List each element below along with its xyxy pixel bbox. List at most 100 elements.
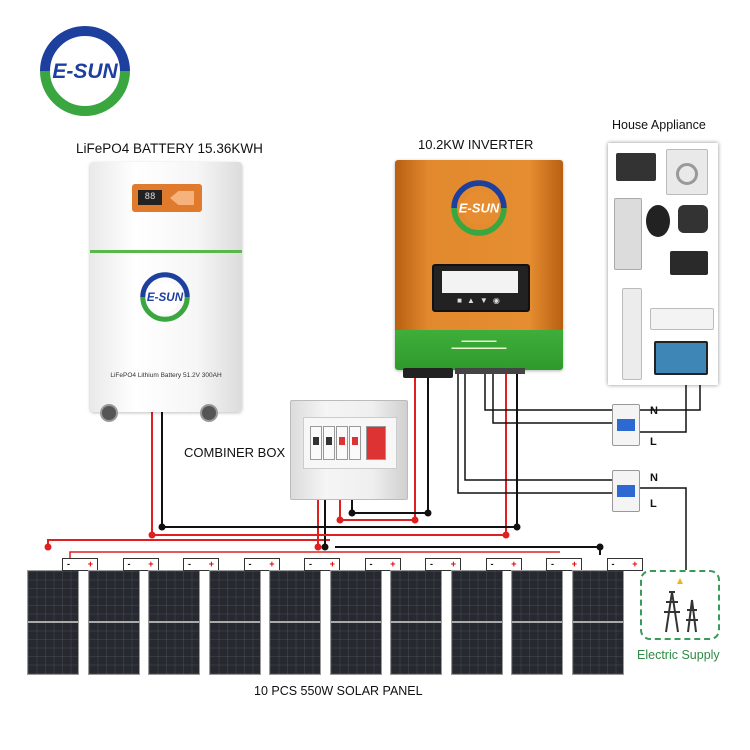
e-sun-logo: E-SUN <box>40 26 130 116</box>
solar-panel <box>27 570 79 675</box>
air-conditioner-tower-icon <box>622 288 642 380</box>
positive-terminal: + <box>87 559 93 569</box>
battery-wheel-left <box>100 404 118 422</box>
combiner-breaker <box>323 426 335 460</box>
solar-panel <box>269 570 321 675</box>
battery-display: 88 <box>132 184 202 212</box>
rice-cooker-icon <box>678 205 708 233</box>
panel-junction-box: -+ <box>364 558 401 571</box>
combiner-title: COMBINER BOX <box>184 445 286 460</box>
panel-junction-box: -+ <box>304 558 340 571</box>
battery-power-button <box>170 191 194 205</box>
inverter-screen <box>442 271 518 293</box>
solar-panel <box>390 570 442 675</box>
combiner-out-red <box>339 372 416 521</box>
battery-wheel-right <box>200 404 218 422</box>
inverter-green-band: ▬▬▬▬▬▬▬▬▬▬▬▬▬▬▬▬▬▬ <box>395 330 563 370</box>
negative-terminal: - <box>127 559 131 569</box>
panel-junction-box: -+ <box>243 558 280 571</box>
panel-interconnect <box>69 551 560 558</box>
appliance-panel <box>608 143 718 385</box>
breaker-to-house-l <box>640 385 687 433</box>
battery-logo: E-SUN <box>140 272 190 322</box>
positive-terminal: + <box>148 559 154 569</box>
inverter-pv-terminals <box>403 368 453 378</box>
positive-terminal: + <box>632 559 638 569</box>
inverter-buttons: ■▲▼◉ <box>457 296 505 305</box>
appliances-title: House Appliance <box>612 118 706 132</box>
solar-panel <box>329 570 382 675</box>
ac-out-n-wire <box>484 372 628 411</box>
washing-machine-icon <box>666 149 708 195</box>
positive-terminal: + <box>208 559 214 569</box>
positive-terminal: + <box>390 559 396 569</box>
combiner-out-black <box>351 372 429 514</box>
grid-supply-wire <box>640 487 687 570</box>
inverter-lcd: ■▲▼◉ <box>432 264 530 312</box>
panel-junction-box: -+ <box>546 558 582 571</box>
refrigerator-icon <box>614 198 642 270</box>
ac-out-l-wire <box>492 372 628 424</box>
positive-terminal: + <box>571 559 577 569</box>
oven-icon <box>670 251 708 275</box>
tv-icon <box>654 341 708 375</box>
panel-junction-box: -+ <box>62 558 98 571</box>
house-breaker-switch[interactable] <box>612 404 640 446</box>
battery-logo-text: E-SUN <box>147 291 184 304</box>
battery-title: LiFePO4 BATTERY 15.36KWH <box>76 141 263 156</box>
positive-terminal: + <box>450 559 456 569</box>
negative-terminal: - <box>67 559 70 569</box>
junction-dots <box>44 509 604 551</box>
panel-junction-box: -+ <box>485 558 522 571</box>
combiner-breaker <box>336 426 348 460</box>
house-breaker-l-label: L <box>650 436 657 448</box>
solar-panel <box>571 570 624 675</box>
combiner-spd <box>366 426 386 460</box>
logo-text: E-SUN <box>52 60 118 83</box>
panel-junction-box: -+ <box>606 558 643 571</box>
negative-terminal: - <box>248 559 252 569</box>
panel-junction-box: -+ <box>183 558 219 571</box>
grid-breaker-switch[interactable] <box>612 470 640 512</box>
solar-panel <box>87 570 140 675</box>
air-conditioner-icon <box>650 308 714 330</box>
positive-terminal: + <box>511 559 517 569</box>
microwave-icon <box>616 153 656 181</box>
inverter-logo-text: E-SUN <box>459 200 500 215</box>
grid-breaker-l-label: L <box>650 498 657 510</box>
combiner-box <box>290 400 408 500</box>
fan-icon <box>646 205 670 237</box>
inverter-title: 10.2KW INVERTER <box>418 137 534 152</box>
battery-label: LiFePO4 Lithium Battery 51.2V 300AH <box>110 372 222 379</box>
negative-terminal: - <box>430 559 433 569</box>
battery-negative-wire <box>161 372 518 528</box>
grid-breaker-n-label: N <box>650 472 658 484</box>
inverter-ac-terminals <box>455 368 525 374</box>
negative-terminal: - <box>309 559 312 569</box>
combiner-breaker <box>349 426 361 460</box>
battery-screen: 88 <box>138 190 162 205</box>
panels-caption: 10 PCS 550W SOLAR PANEL <box>254 684 423 698</box>
battery-unit: 88 E-SUN LiFePO4 Lithium Battery 51.2V 3… <box>90 162 242 412</box>
panel-positive-wire <box>47 539 330 547</box>
negative-terminal: - <box>369 559 373 569</box>
positive-terminal: + <box>329 559 335 569</box>
panel-negative-wire <box>335 546 601 555</box>
breaker-to-house-n <box>640 385 701 411</box>
negative-terminal: - <box>611 559 615 569</box>
solar-panel <box>511 570 563 675</box>
inverter-body: E-SUN ■▲▼◉ <box>395 160 563 335</box>
combiner-inner-panel <box>303 417 397 469</box>
combiner-breaker <box>310 426 322 460</box>
ac-in-l-wire <box>464 372 628 481</box>
solar-panel <box>450 570 503 675</box>
grid-label: Electric Supply <box>637 648 720 662</box>
solar-panel <box>148 570 200 675</box>
battery-positive-wire <box>151 372 507 536</box>
negative-terminal: - <box>188 559 191 569</box>
solar-panel <box>208 570 261 675</box>
power-tower-icon <box>664 578 698 633</box>
inverter-unit: E-SUN ■▲▼◉ ▬▬▬▬▬▬▬▬▬▬▬▬▬▬▬▬▬▬ <box>395 160 563 370</box>
inverter-logo: E-SUN <box>451 180 507 236</box>
